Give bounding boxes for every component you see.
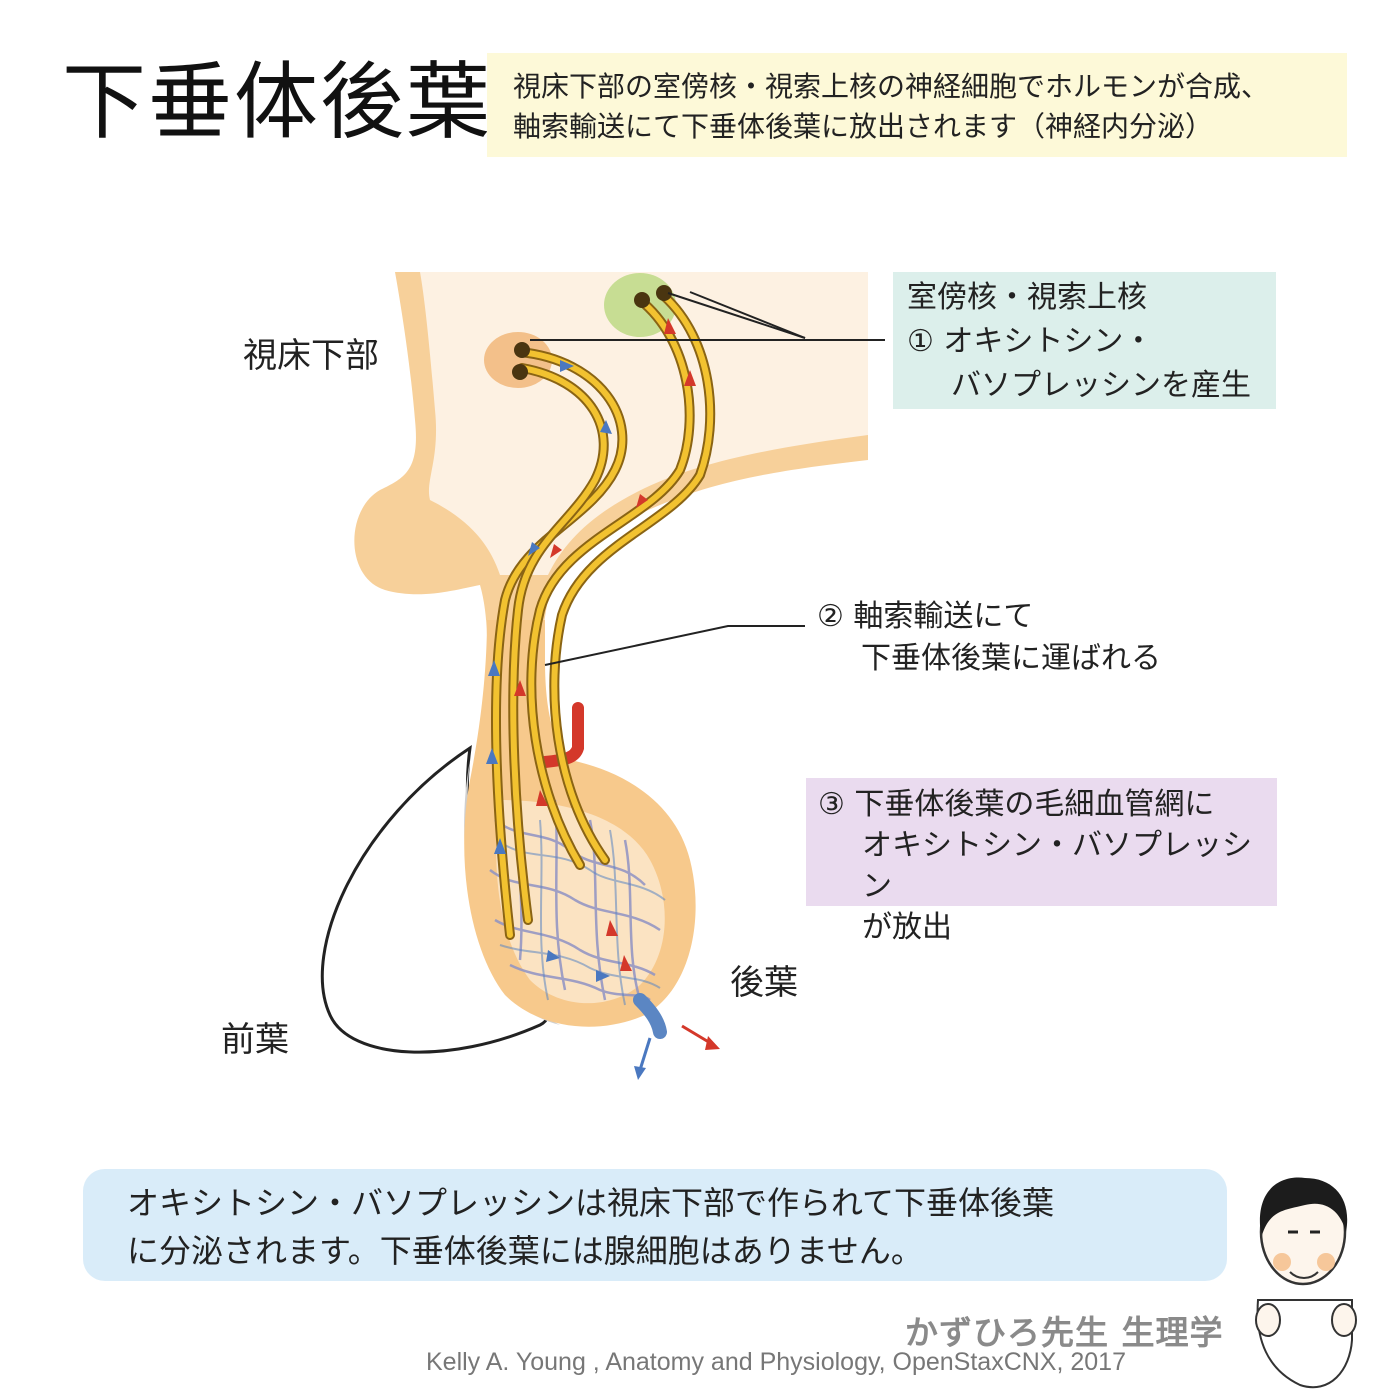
summary-line-1: 視床下部の室傍核・視索上核の神経細胞でホルモンが合成、 xyxy=(513,70,1270,103)
summary-line-2: 軸索輸送にて下垂体後葉に放出されます（神経内分泌） xyxy=(513,110,1214,143)
label-anterior-lobe: 前葉 xyxy=(221,1020,289,1060)
speech-bubble-line-2: に分泌されます。下垂体後葉には腺細胞はありません。 xyxy=(127,1232,923,1270)
label-hypothalamus: 視床下部 xyxy=(243,336,379,376)
oxytocin-flow-arrows xyxy=(486,360,612,982)
neuron-cell-bodies xyxy=(512,285,672,380)
mascot-illustration xyxy=(1255,1177,1357,1389)
callout-step-1: 室傍核・視索上核 ① オキシトシン・ バソプレッシンを産生 xyxy=(893,272,1276,409)
portal-vein xyxy=(633,993,667,1039)
vasopressin-flow-arrows xyxy=(514,318,696,971)
page-title: 下垂体後葉 xyxy=(62,53,493,151)
citation: Kelly A. Young , Anatomy and Physiology,… xyxy=(426,1348,1126,1376)
callout-step-3-line-2: オキシトシン・バソプレッシン xyxy=(862,828,1252,904)
callout-step-2-line-1: ② 軸索輸送にて xyxy=(817,599,1034,634)
callout-step-3: ③ 下垂体後葉の毛細血管網に オキシトシン・バソプレッシン が放出 xyxy=(806,778,1277,945)
callout-step-1-line-1: ① オキシトシン・ xyxy=(907,324,1154,359)
brand-name: かずひろ先生 生理学 xyxy=(905,1313,1224,1352)
callout-step-3-line-1: ③ 下垂体後葉の毛細血管網に xyxy=(818,787,1215,822)
leader-lines xyxy=(530,291,885,666)
callout-step-2: ② 軸索輸送にて 下垂体後葉に運ばれる xyxy=(817,596,1237,680)
callout-step-3-line-3: が放出 xyxy=(862,910,952,945)
summary-box: 視床下部の室傍核・視索上核の神経細胞でホルモンが合成、 軸索輸送にて下垂体後葉に… xyxy=(487,53,1347,157)
label-posterior-lobe: 後葉 xyxy=(730,963,798,1003)
speech-bubble: オキシトシン・バソプレッシンは視床下部で作られて下垂体後葉 に分泌されます。下垂… xyxy=(83,1169,1227,1281)
outflow-arrows xyxy=(634,1024,720,1080)
callout-step-2-line-2: 下垂体後葉に運ばれる xyxy=(861,641,1161,676)
callout-step-1-line-2: バソプレッシンを産生 xyxy=(951,368,1251,403)
speech-bubble-line-1: オキシトシン・バソプレッシンは視床下部で作られて下垂体後葉 xyxy=(127,1184,1055,1222)
artery xyxy=(539,702,584,768)
vein-network xyxy=(499,819,666,1006)
callout-step-1-header: 室傍核・視索上核 xyxy=(907,280,1147,315)
